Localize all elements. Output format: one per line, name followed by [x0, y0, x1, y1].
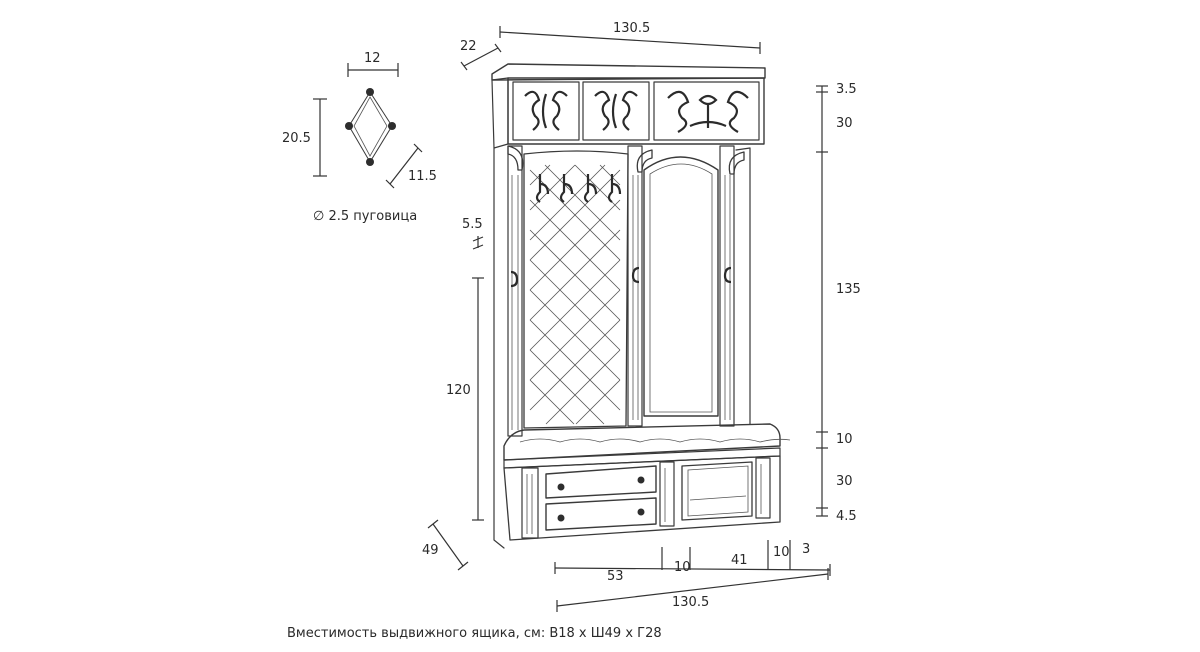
bottom-right-gap-label: 10	[773, 545, 790, 560]
detail-side-line	[389, 147, 419, 185]
button-left	[345, 122, 353, 130]
middle-height-label: 135	[836, 282, 861, 297]
plinth-height-label: 4.5	[836, 509, 857, 524]
bracket-middle	[636, 149, 653, 173]
lower-column-middle	[659, 461, 675, 527]
bottom-total-width-line	[556, 573, 829, 607]
side-panel-left	[493, 147, 505, 549]
detail-height-label: 20.5	[282, 131, 311, 146]
panel-height-label: 120	[446, 383, 471, 398]
detail-width-label: 12	[364, 51, 381, 66]
mirror	[643, 156, 719, 417]
upper-cabinet	[507, 77, 765, 145]
column-right	[719, 145, 735, 427]
bracket-right	[728, 151, 745, 175]
lower-section	[503, 455, 781, 541]
upper-door-left	[512, 81, 580, 141]
drawer-bottom-knob-left	[557, 514, 565, 522]
bottom-right-width-label: 41	[731, 553, 748, 568]
diamond-tuft	[348, 91, 393, 163]
carved-ornament-middle	[594, 90, 638, 131]
shoe-niche	[681, 461, 753, 521]
side-panel-right	[735, 147, 751, 425]
drawer-capacity-caption: Вместимость выдвижного ящика, см: В18 х …	[287, 626, 662, 641]
top-depth-label: 22	[460, 39, 477, 54]
column-middle	[627, 145, 643, 427]
side-hook-right	[723, 266, 732, 284]
right-dimensions: 3.5 30 135 10 30 4.5	[816, 82, 861, 524]
bottom-left-width-label: 53	[607, 569, 624, 584]
top-depth-line	[463, 47, 499, 67]
cornice	[491, 63, 766, 81]
bottom-total-width-label: 130.5	[672, 595, 709, 610]
drawer-top-knob-left	[557, 483, 565, 491]
side-hook-left	[510, 270, 519, 288]
button-note: ∅ 2.5 пуговица	[313, 209, 417, 224]
seat-cushion	[503, 423, 781, 461]
lower-column-right	[755, 457, 771, 519]
cornice-height-label: 3.5	[836, 82, 857, 97]
button-bottom	[366, 158, 374, 166]
top-width-line	[499, 31, 761, 49]
left-dimensions: 5.5 120 49	[422, 217, 484, 571]
drawer-top-knob-right	[637, 476, 645, 484]
column-left	[507, 145, 523, 437]
drawer-section-height-label: 30	[836, 474, 853, 489]
tufted-panel	[523, 150, 629, 429]
button-detail: 12 20.5 11.5 ∅ 2.5 пуговица	[282, 51, 437, 224]
upper-door-middle	[582, 81, 650, 141]
drawer-bottom-knob-right	[637, 508, 645, 516]
seat-height-label: 10	[836, 432, 853, 447]
drawer-top	[545, 465, 657, 499]
bottom-dimensions: 53 10 41 10 3 130.5	[554, 540, 831, 612]
base-depth-line	[432, 523, 464, 567]
top-dimensions: 130.5 22	[460, 21, 761, 71]
panel-top-gap-label: 5.5	[462, 217, 483, 232]
bracket-left	[507, 145, 524, 171]
upper-door-right	[653, 81, 760, 141]
carved-ornament-right	[667, 90, 749, 133]
lower-column-left	[521, 467, 539, 539]
button-right	[388, 122, 396, 130]
coat-hooks	[535, 174, 622, 203]
base-depth-label: 49	[422, 543, 439, 558]
hallway-cabinet	[491, 63, 791, 549]
tufting-grid	[529, 164, 621, 425]
carved-ornament-left	[524, 90, 568, 131]
drawer-bottom	[545, 497, 657, 531]
bottom-edge-label: 3	[802, 542, 810, 557]
button-top	[366, 88, 374, 96]
bottom-segment-line	[554, 567, 831, 571]
side-hook-middle	[631, 266, 640, 284]
detail-side-label: 11.5	[408, 169, 437, 184]
top-width-label: 130.5	[613, 21, 650, 36]
bottom-mid-gap-label: 10	[674, 560, 691, 575]
upper-cabinet-height-label: 30	[836, 116, 853, 131]
